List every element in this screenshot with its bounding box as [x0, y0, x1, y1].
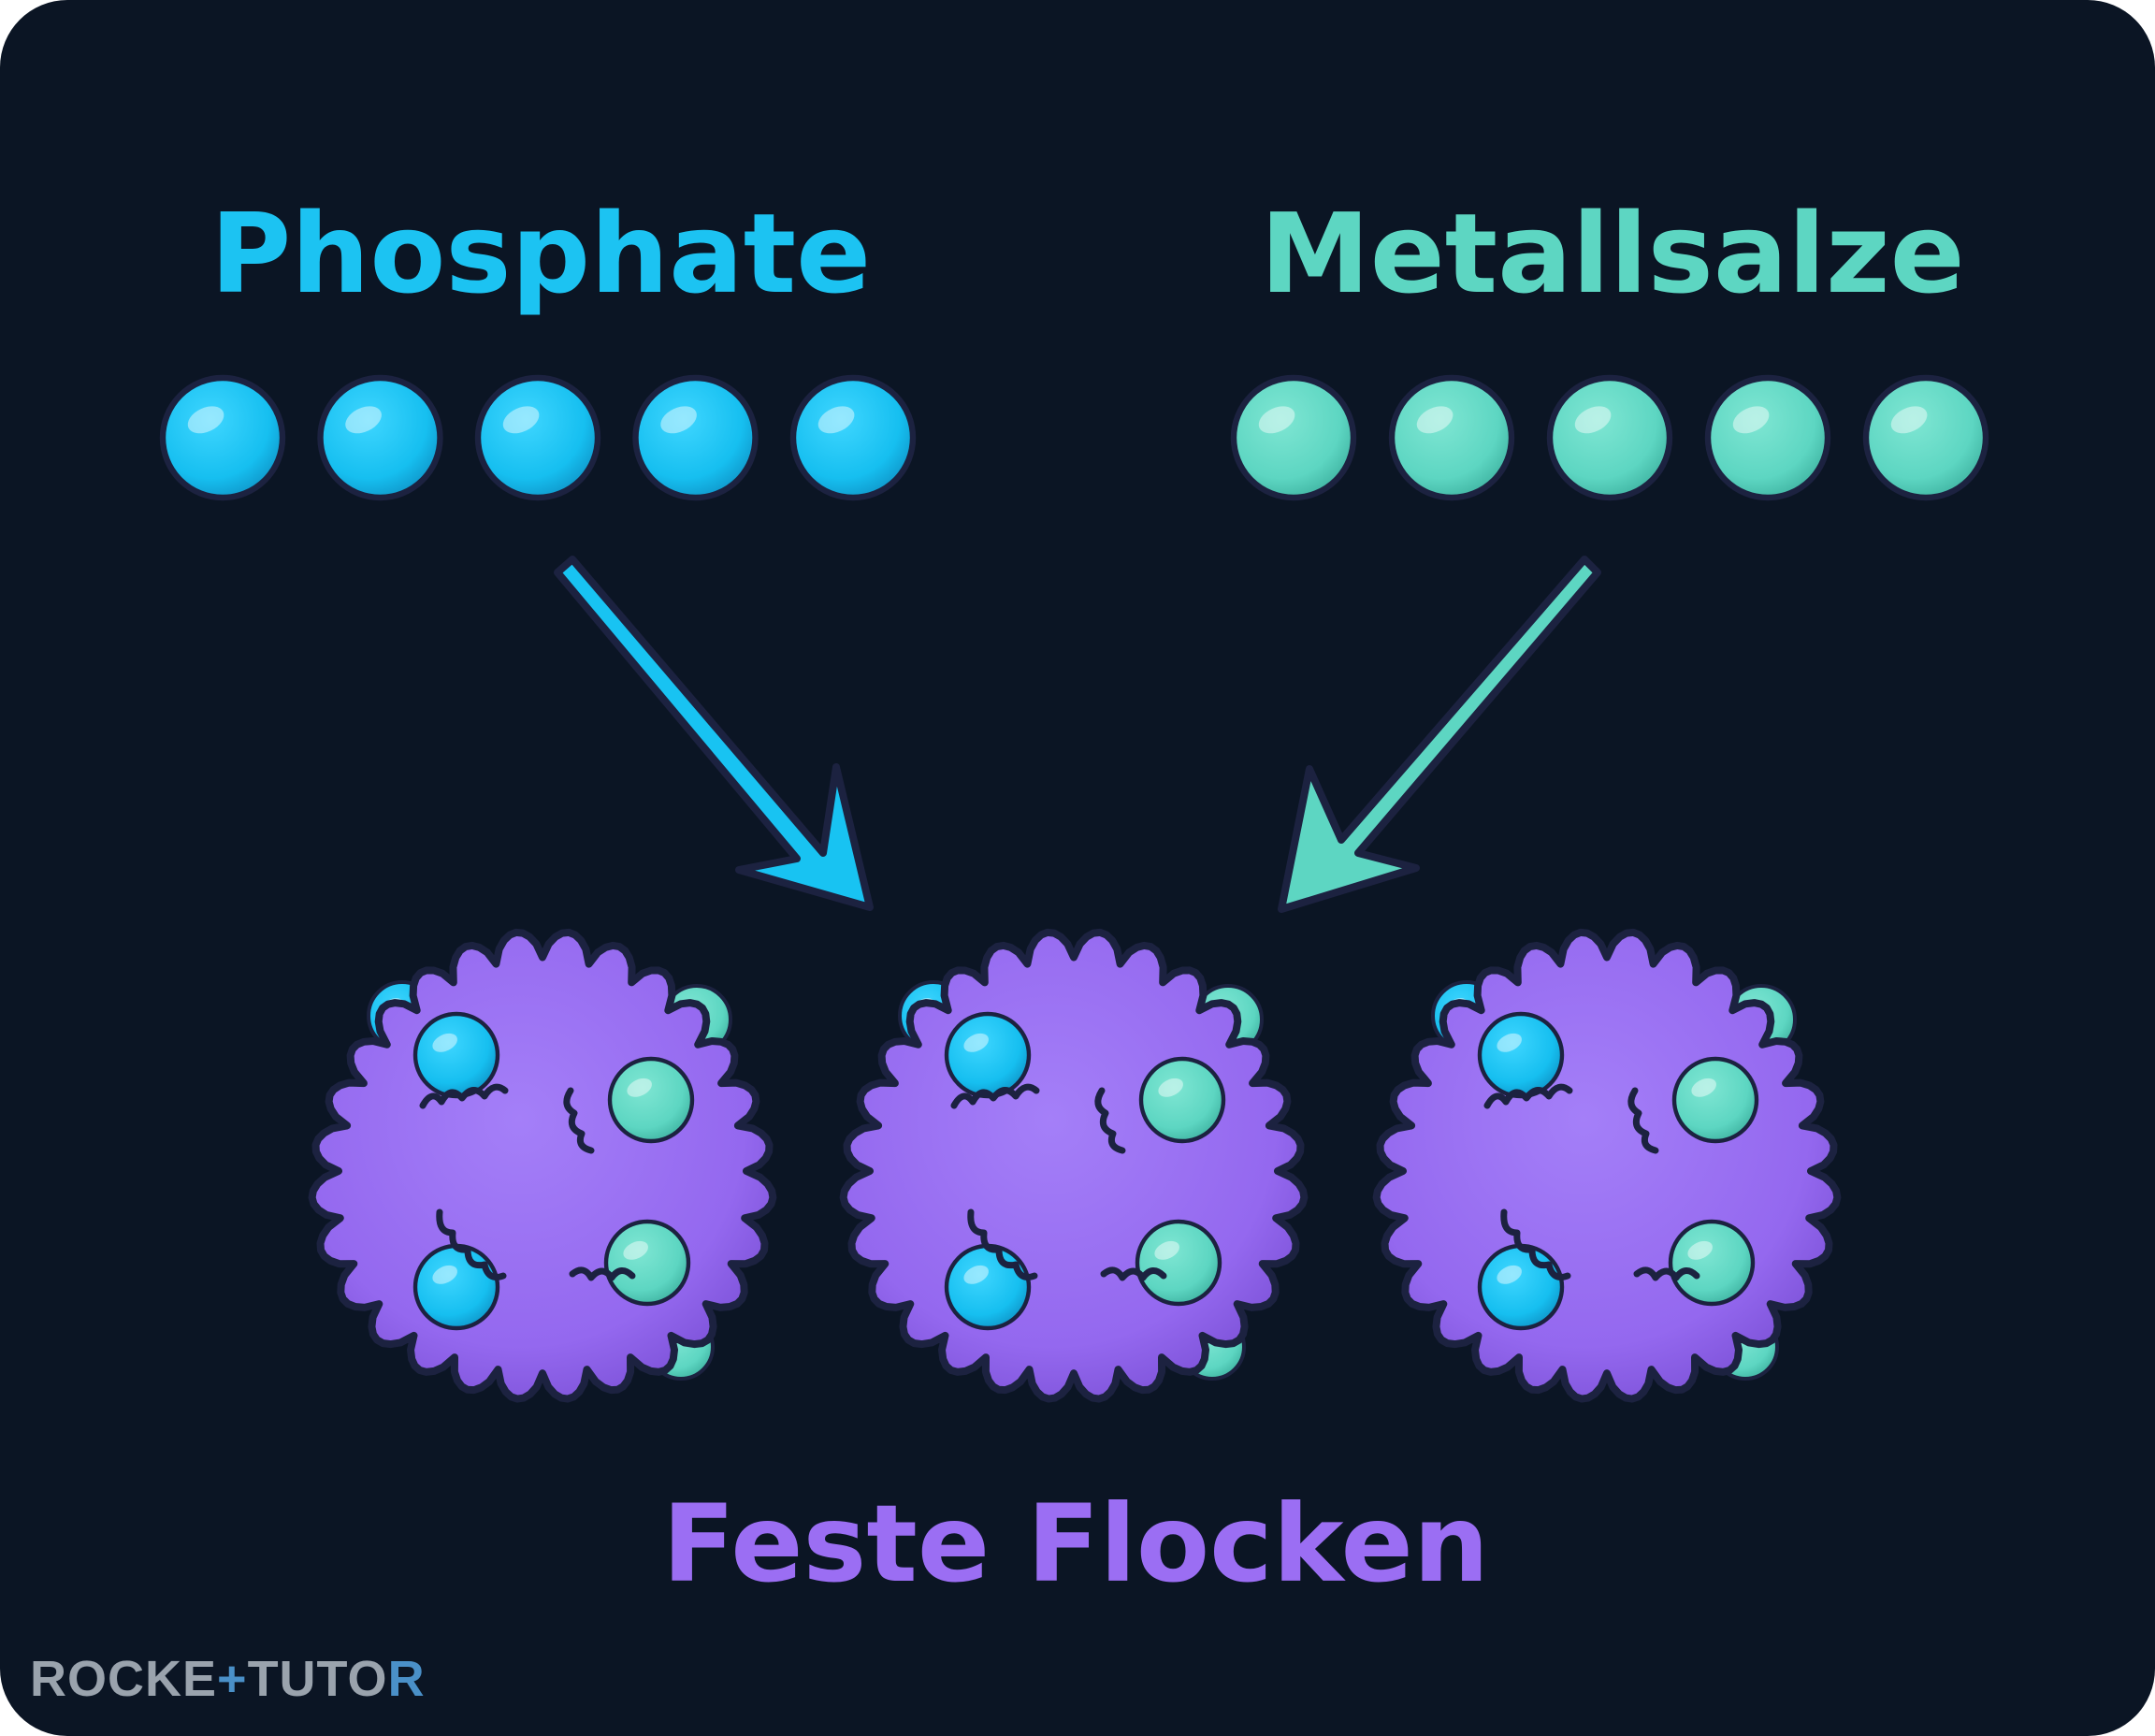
flocs-label: Feste Flocken — [662, 1482, 1489, 1606]
phosphate-label: Phosphate — [210, 189, 871, 318]
logo-mark-2: R — [387, 1651, 426, 1707]
floc — [1372, 928, 1842, 1403]
metal-salt-particle — [1671, 1056, 1759, 1144]
phosphate-particle — [944, 1011, 1032, 1099]
metal-salt-particle — [603, 1219, 691, 1307]
phosphate-particles — [159, 374, 917, 501]
rocket-tutor-logo: ROCKE+TUTOR — [30, 1654, 426, 1704]
floc-group — [308, 928, 1842, 1403]
arrow-down-right-icon — [554, 556, 874, 911]
floc — [839, 928, 1309, 1403]
phosphate-particle — [789, 374, 917, 501]
logo-text-2: TUTO — [247, 1651, 388, 1707]
metal-salt-particle — [1135, 1219, 1222, 1307]
arrow-down-left-icon — [1278, 556, 1601, 913]
metal-salt-particle — [1138, 1056, 1226, 1144]
metal-salt-particle — [1704, 374, 1831, 501]
phosphate-particle — [632, 374, 759, 501]
metal-salt-particles — [1230, 374, 1989, 501]
metal-salt-particle — [1862, 374, 1989, 501]
metal-salt-particle — [1230, 374, 1357, 501]
phosphate-particle — [317, 374, 443, 501]
phosphate-particle — [159, 374, 286, 501]
phosphate-particle — [1477, 1011, 1565, 1099]
logo-mark: + — [217, 1651, 248, 1707]
phosphate-particle — [412, 1243, 500, 1331]
phosphate-particle — [944, 1243, 1032, 1331]
logo-text-1: ROCKE — [30, 1651, 218, 1707]
metal-salts-label: Metallsalze — [1260, 189, 1964, 318]
metal-salt-particle — [1668, 1219, 1756, 1307]
phosphate-particle — [1477, 1243, 1565, 1331]
metal-salt-particle — [607, 1056, 695, 1144]
metal-salt-particle — [1546, 374, 1673, 501]
floc — [308, 928, 777, 1403]
metal-salt-particle — [1388, 374, 1515, 501]
phosphate-particle — [474, 374, 601, 501]
phosphate-particle — [412, 1011, 500, 1099]
